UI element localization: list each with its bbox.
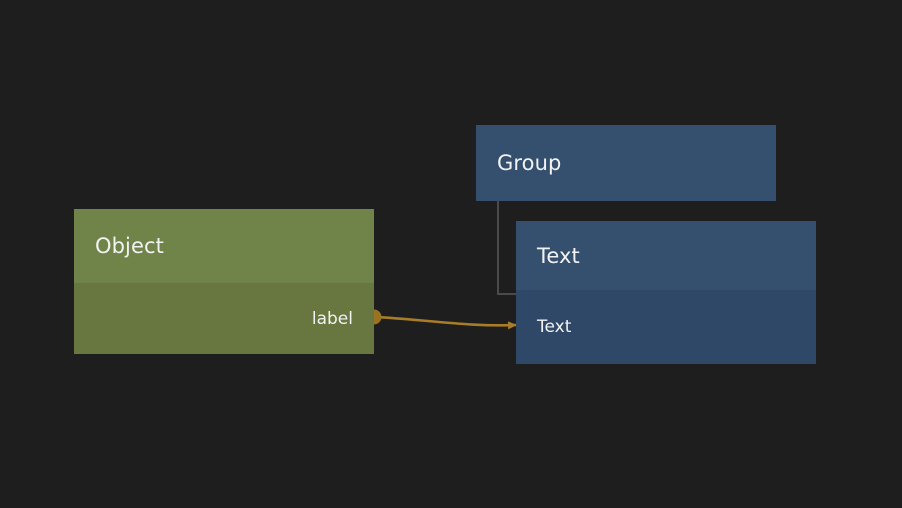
node-object-row-label[interactable]: label	[74, 283, 374, 354]
node-text[interactable]: Text Text	[516, 221, 816, 364]
node-text-title: Text	[516, 221, 816, 290]
node-group[interactable]: Group	[476, 125, 776, 201]
node-object-title: Object	[74, 209, 374, 283]
node-group-title: Group	[476, 125, 776, 201]
node-text-row-text[interactable]: Text	[516, 290, 816, 364]
edge-object-label-to-text[interactable]	[375, 315, 517, 330]
node-object[interactable]: Object label	[74, 209, 374, 354]
